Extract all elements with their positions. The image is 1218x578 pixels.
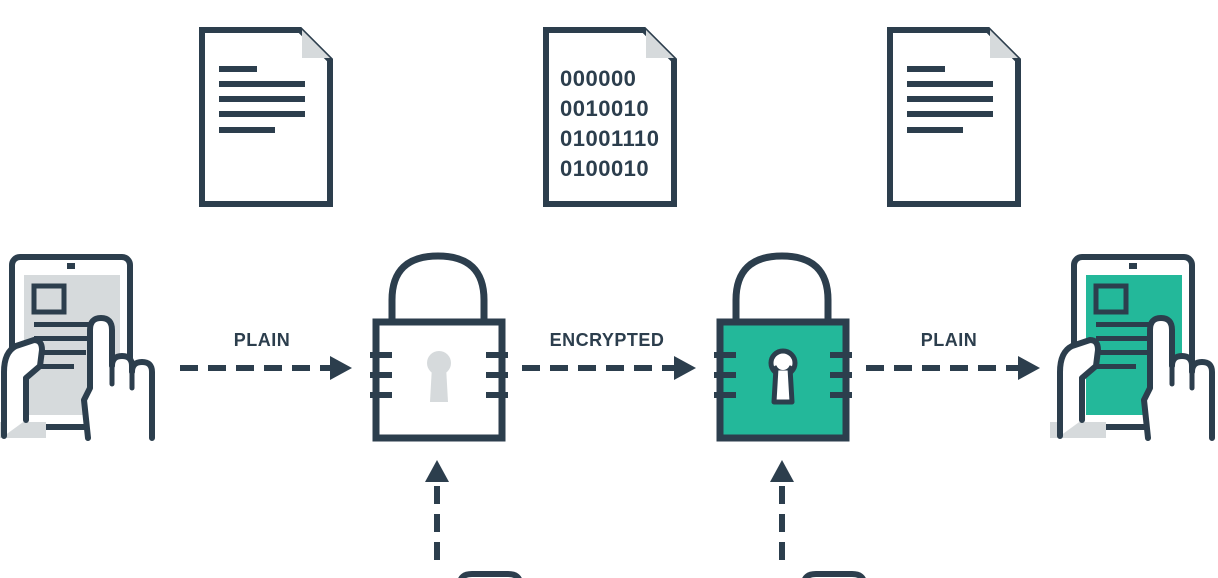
arrow-up-icon xyxy=(770,460,794,560)
arrow-right-icon xyxy=(522,356,696,380)
binary-document-icon: 000000 0010010 01001110 0100010 xyxy=(543,27,677,207)
key-icon xyxy=(801,571,867,578)
keyhole-icon xyxy=(427,351,451,402)
keyhole-icon xyxy=(768,348,798,405)
plain-document-icon xyxy=(199,27,333,207)
arrow-up-icon xyxy=(425,460,449,560)
tablet-hand-icon xyxy=(0,254,155,441)
arrow-right-icon xyxy=(866,356,1040,380)
flow-label-encrypted: ENCRYPTED xyxy=(550,330,665,350)
flow-label-plain-right: PLAIN xyxy=(921,330,978,350)
padlock-icon xyxy=(370,252,508,442)
padlock-icon xyxy=(714,252,852,442)
arrow-right-icon xyxy=(180,356,352,380)
binary-line: 0010010 xyxy=(560,96,649,121)
binary-line: 000000 xyxy=(560,66,636,91)
binary-line: 0100010 xyxy=(560,156,649,181)
binary-line: 01001110 xyxy=(560,126,659,151)
plain-document-icon xyxy=(887,27,1021,207)
flow-label-plain-left: PLAIN xyxy=(234,330,291,350)
key-icon xyxy=(457,571,523,578)
tablet-hand-icon xyxy=(1050,254,1215,441)
